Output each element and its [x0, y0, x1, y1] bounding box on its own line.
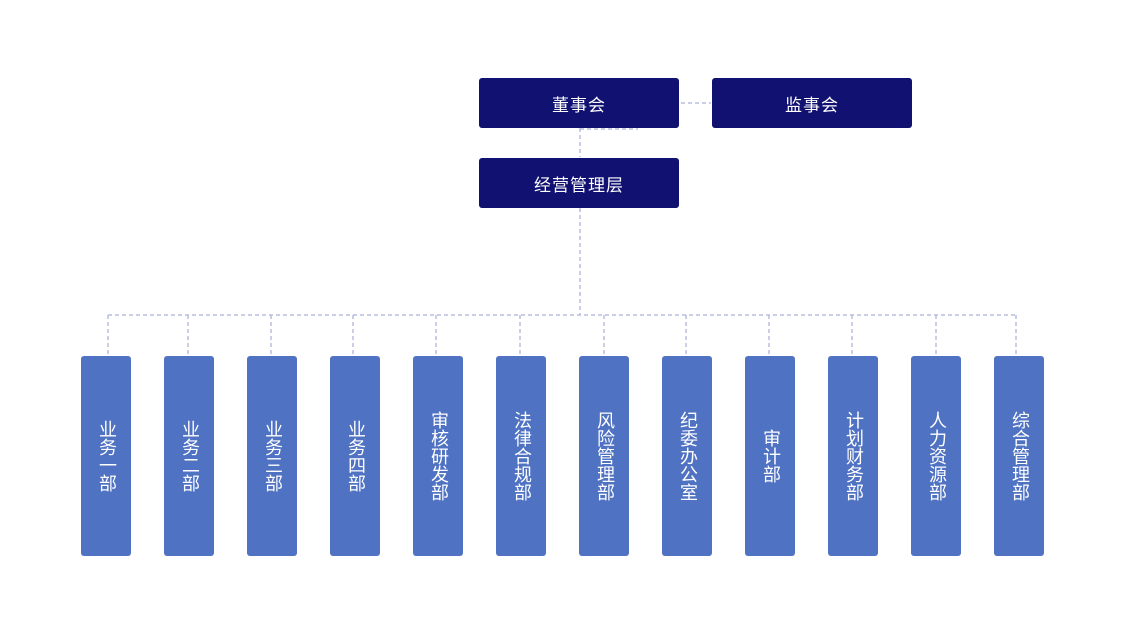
- department-box: 业务一部: [81, 356, 131, 556]
- department-label: 审计部: [760, 429, 781, 483]
- department-label: 审核研发部: [428, 411, 449, 501]
- department-box: 人力资源部: [911, 356, 961, 556]
- department-box: 法律合规部: [496, 356, 546, 556]
- department-box: 审计部: [745, 356, 795, 556]
- department-box: 业务二部: [164, 356, 214, 556]
- board-of-directors-box: 董事会: [479, 78, 679, 128]
- department-box: 风险管理部: [579, 356, 629, 556]
- department-box: 业务三部: [247, 356, 297, 556]
- management-box: 经营管理层: [479, 158, 679, 208]
- supervisory-board-box: 监事会: [712, 78, 912, 128]
- management-label: 经营管理层: [534, 175, 624, 196]
- department-box: 计划财务部: [828, 356, 878, 556]
- department-label: 法律合规部: [511, 411, 532, 501]
- board-of-directors-label: 董事会: [552, 95, 606, 116]
- department-label: 业务四部: [345, 420, 366, 492]
- department-label: 业务三部: [262, 420, 283, 492]
- department-label: 风险管理部: [594, 411, 615, 501]
- department-label: 人力资源部: [926, 411, 947, 501]
- supervisory-board-label: 监事会: [785, 95, 839, 116]
- department-label: 综合管理部: [1009, 411, 1030, 501]
- department-box: 业务四部: [330, 356, 380, 556]
- department-label: 业务二部: [179, 420, 200, 492]
- department-box: 纪委办公室: [662, 356, 712, 556]
- department-box: 综合管理部: [994, 356, 1044, 556]
- department-label: 业务一部: [96, 420, 117, 492]
- department-box: 审核研发部: [413, 356, 463, 556]
- department-label: 纪委办公室: [677, 411, 698, 501]
- department-label: 计划财务部: [843, 411, 864, 501]
